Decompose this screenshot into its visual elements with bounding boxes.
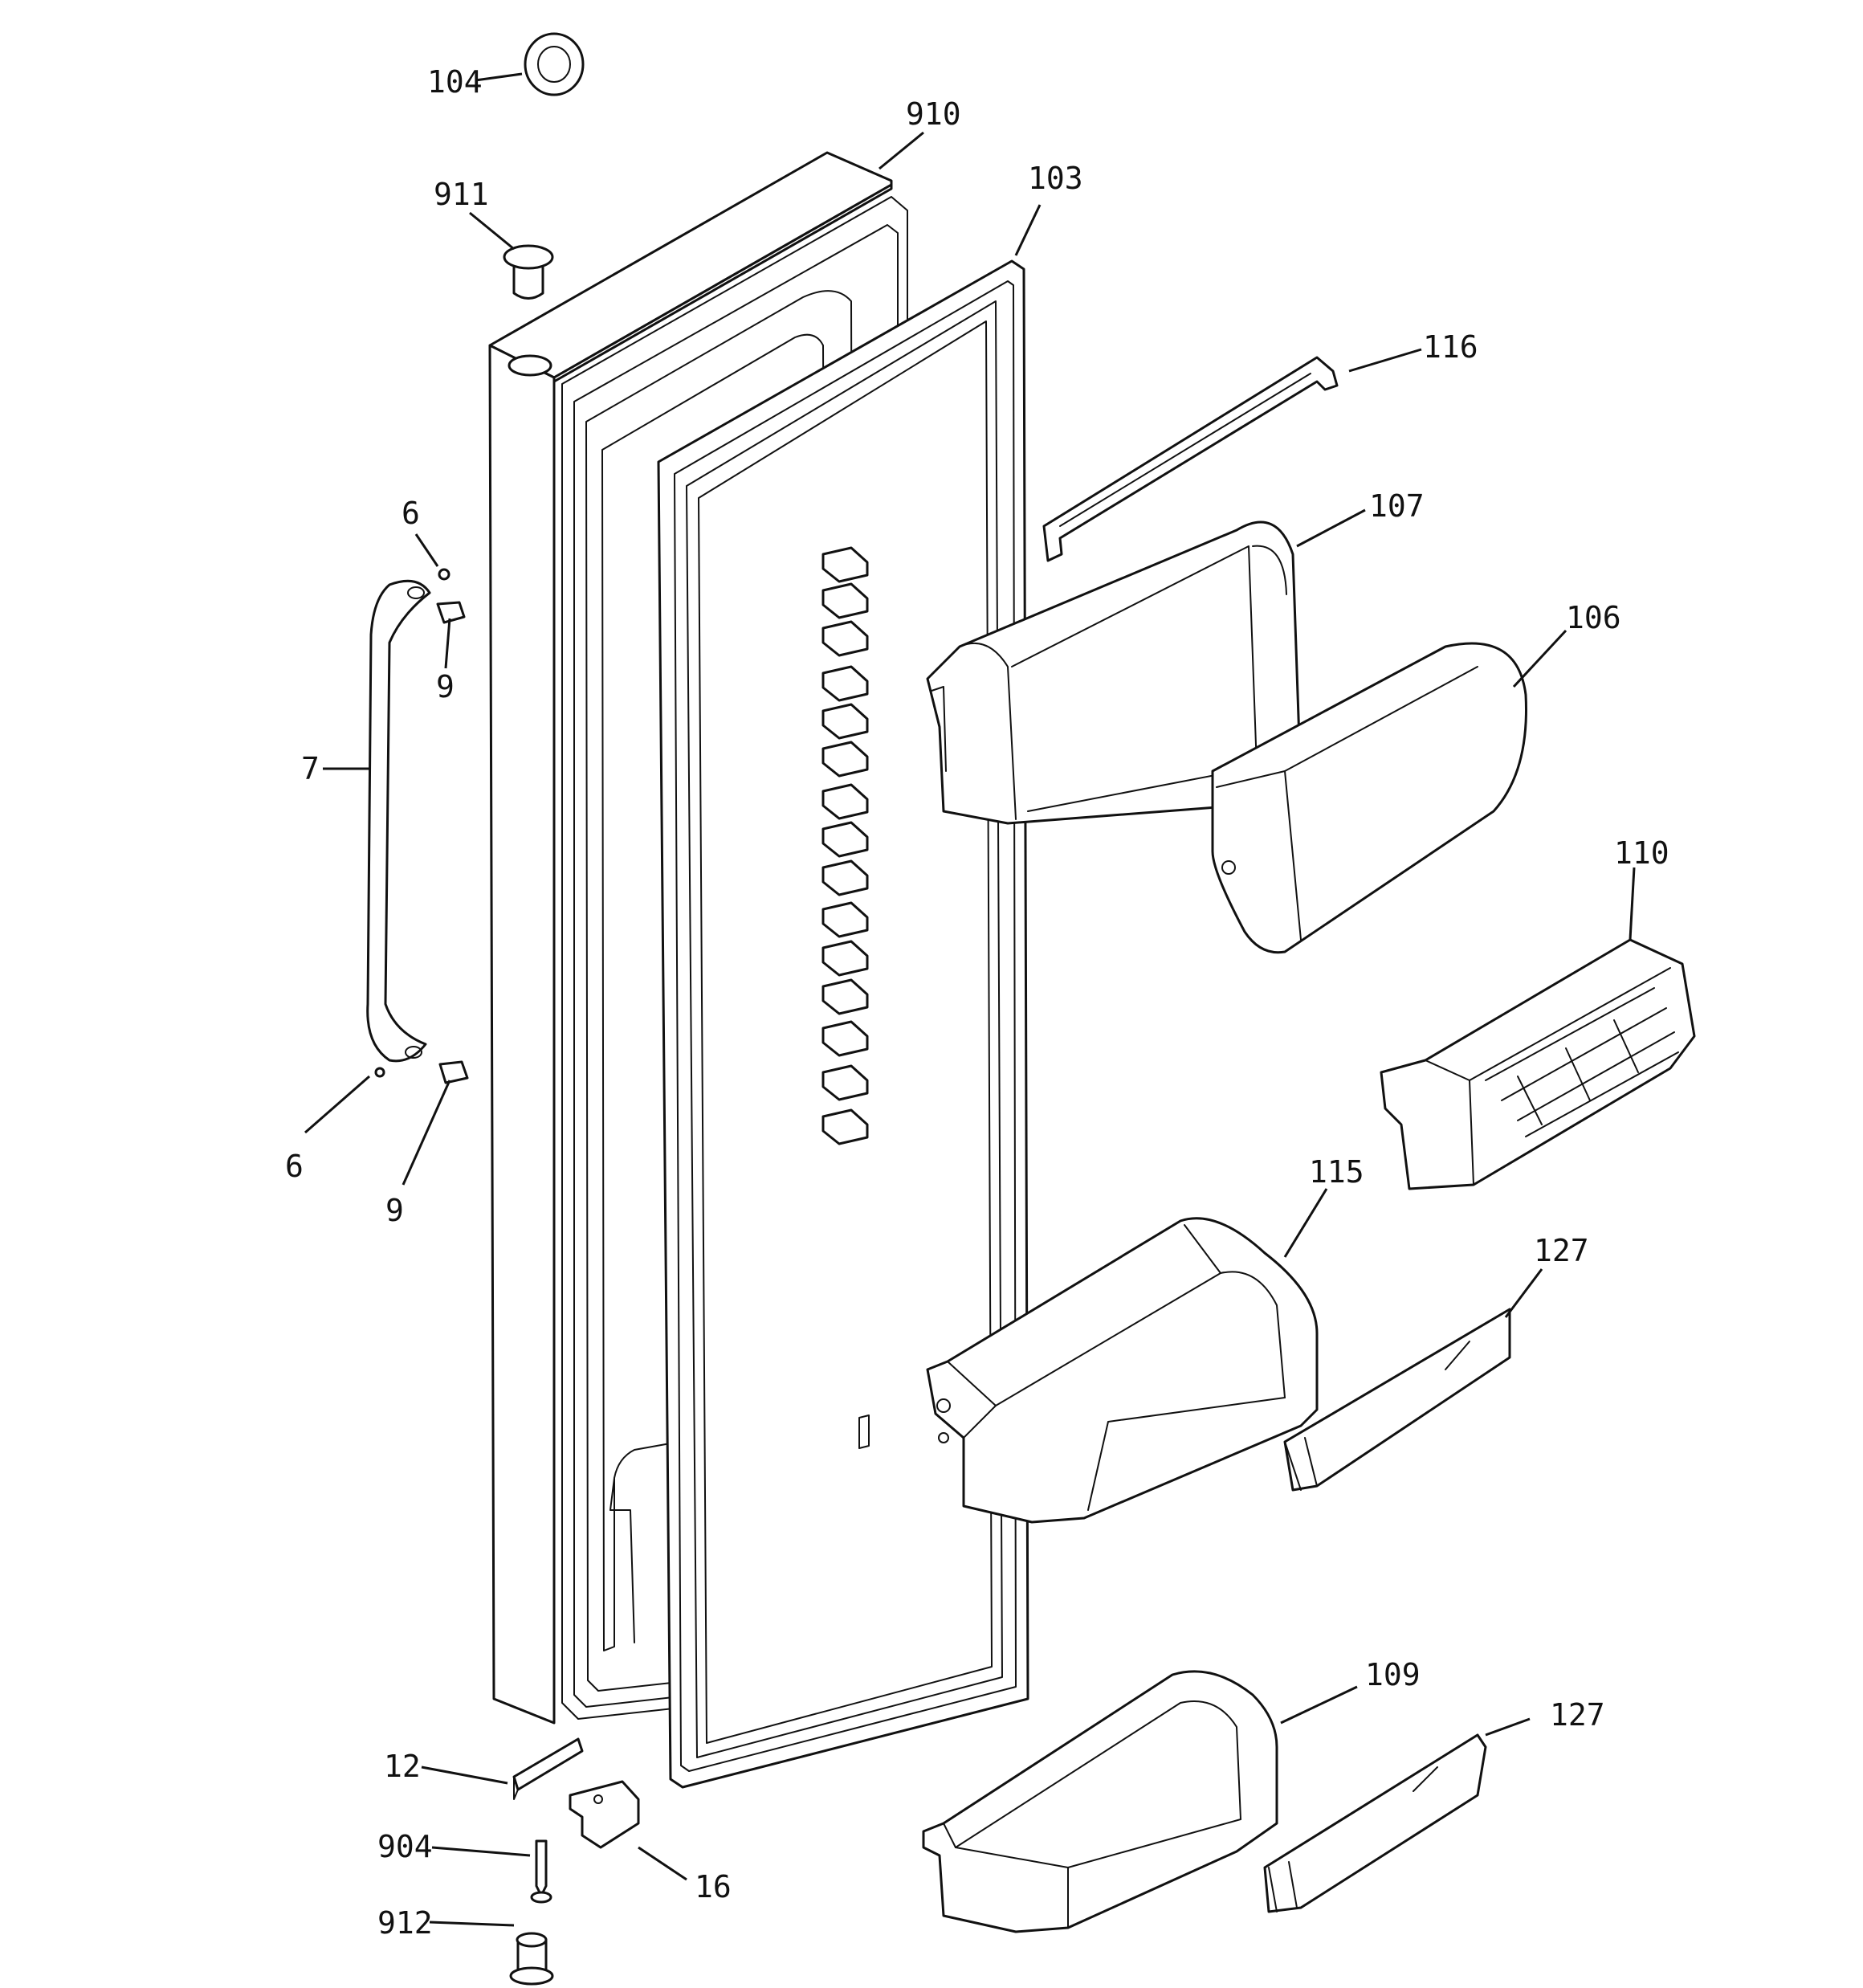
callout-127-bottom: 127 — [1550, 1697, 1605, 1733]
cap-104 — [524, 32, 585, 96]
callout-106: 106 — [1566, 600, 1621, 635]
callout-110: 110 — [1614, 835, 1669, 871]
hinge-hole-icon — [508, 354, 552, 377]
screw-6-bottom — [374, 1067, 385, 1078]
shelf-front-127-bottom — [1263, 1733, 1487, 1913]
callout-127-top: 127 — [1534, 1233, 1589, 1268]
callout-labels: 104 910 103 911 116 6 9 107 106 7 110 6 … — [285, 64, 1669, 1941]
bin-110 — [1380, 938, 1696, 1190]
callout-16: 16 — [695, 1869, 732, 1904]
callout-109: 109 — [1365, 1657, 1421, 1692]
callout-910: 910 — [906, 96, 961, 132]
callout-7: 7 — [301, 751, 320, 786]
callout-12: 12 — [384, 1749, 421, 1784]
callout-912: 912 — [377, 1905, 433, 1941]
leader-lines — [304, 72, 1636, 1927]
stud-9-bottom — [438, 1060, 469, 1084]
door-shelf-clips — [821, 546, 870, 1449]
callout-115: 115 — [1309, 1154, 1364, 1190]
callout-107: 107 — [1369, 488, 1425, 524]
bin-115 — [926, 1217, 1319, 1524]
callout-103: 103 — [1028, 161, 1083, 196]
callout-104: 104 — [427, 64, 483, 100]
bushing-911 — [503, 244, 554, 300]
bin-109 — [922, 1670, 1278, 1933]
bin-cover-106 — [1211, 642, 1527, 954]
screw-6-top — [438, 568, 450, 581]
bushing-912 — [509, 1932, 554, 1986]
hinge-bracket-16 — [569, 1780, 640, 1849]
callout-9-bottom: 9 — [385, 1193, 404, 1228]
handle-7 — [366, 579, 431, 1063]
callout-904: 904 — [377, 1829, 433, 1864]
stud-9-top — [436, 601, 466, 624]
shelf-front-127-top — [1283, 1308, 1511, 1492]
callout-911: 911 — [434, 177, 489, 212]
callout-6-bottom: 6 — [285, 1149, 304, 1184]
hinge-12 — [512, 1737, 584, 1800]
shelf-rail-116 — [1042, 356, 1339, 562]
door-outer-shell — [488, 151, 908, 1725]
callout-9-top: 9 — [436, 669, 455, 704]
callout-6-top: 6 — [402, 496, 420, 531]
screw-904 — [530, 1839, 552, 1904]
bin-107 — [926, 520, 1302, 825]
callout-116: 116 — [1423, 329, 1478, 365]
